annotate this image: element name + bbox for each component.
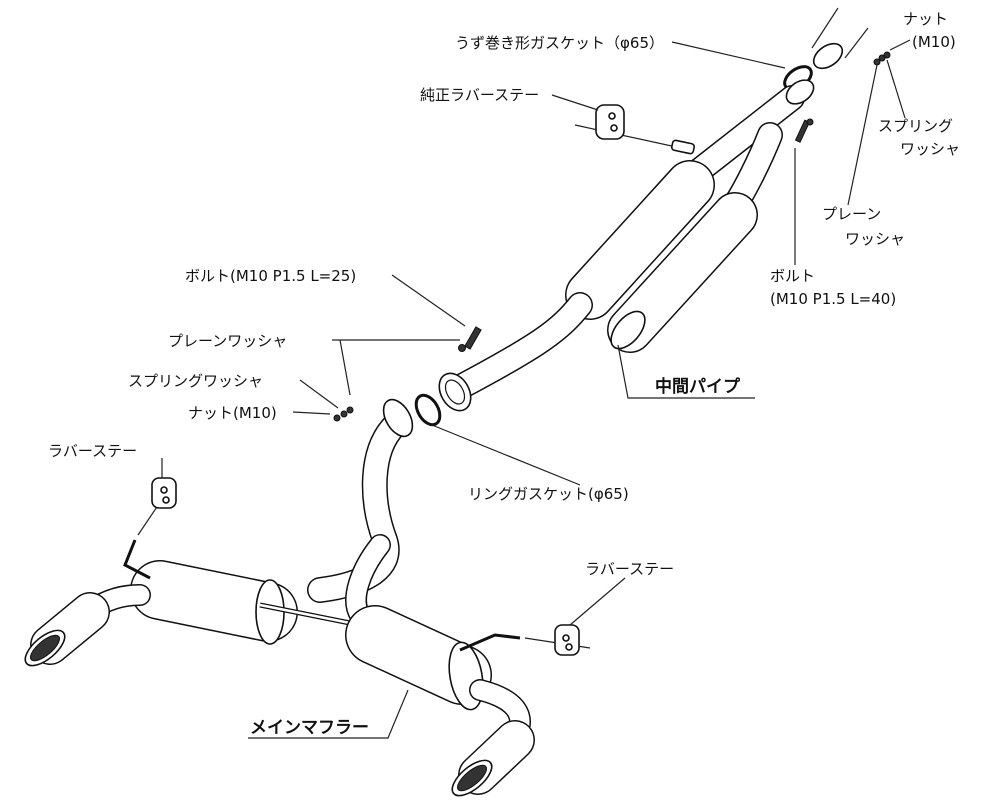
label-plain-washer-top-2: ワッシャ [845, 230, 905, 248]
label-bolt-top: ボルト [770, 267, 815, 285]
label-rubber-stay-right: ラバーステー [585, 560, 674, 578]
label-rubber-stay-left: ラバーステー [48, 442, 137, 460]
label-spring-washer-top-1: スプリング [878, 117, 953, 135]
label-nut-top: ナット [903, 10, 948, 28]
leader-lines [161, 39, 911, 739]
label-bolt-mid: ボルト(M10 P1.5 L=25) [185, 267, 356, 285]
label-nut-top-size: (M10) [912, 33, 956, 51]
label-oem-rubber-stay: 純正ラバーステー [420, 86, 539, 104]
rubber-stay-right [524, 624, 591, 656]
label-main-muffler: メインマフラー [250, 718, 369, 738]
label-spring-washer-mid: スプリングワッシャ [128, 372, 263, 390]
main-muffler [24, 398, 535, 797]
label-center-pipe: 中間パイプ [655, 376, 741, 397]
front-pipe-stub [811, 7, 869, 70]
label-spiral-gasket: うず巻き形ガスケット（φ65） [455, 34, 664, 52]
label-bolt-top-size: (M10 P1.5 L=40) [770, 290, 896, 308]
label-plain-washer-mid: プレーンワッシャ [168, 332, 287, 350]
rubber-stay-left [137, 477, 177, 536]
fasteners [333, 51, 891, 422]
label-ring-gasket: リングガスケット(φ65) [468, 485, 629, 503]
label-plain-washer-top-1: プレーン [822, 205, 881, 223]
center-pipe [438, 79, 815, 412]
oem-rubber-stay [574, 104, 696, 155]
ring-gasket [414, 393, 442, 427]
label-spring-washer-top-2: ワッシャ [900, 140, 960, 158]
label-nut-mid: ナット(M10) [188, 404, 277, 422]
